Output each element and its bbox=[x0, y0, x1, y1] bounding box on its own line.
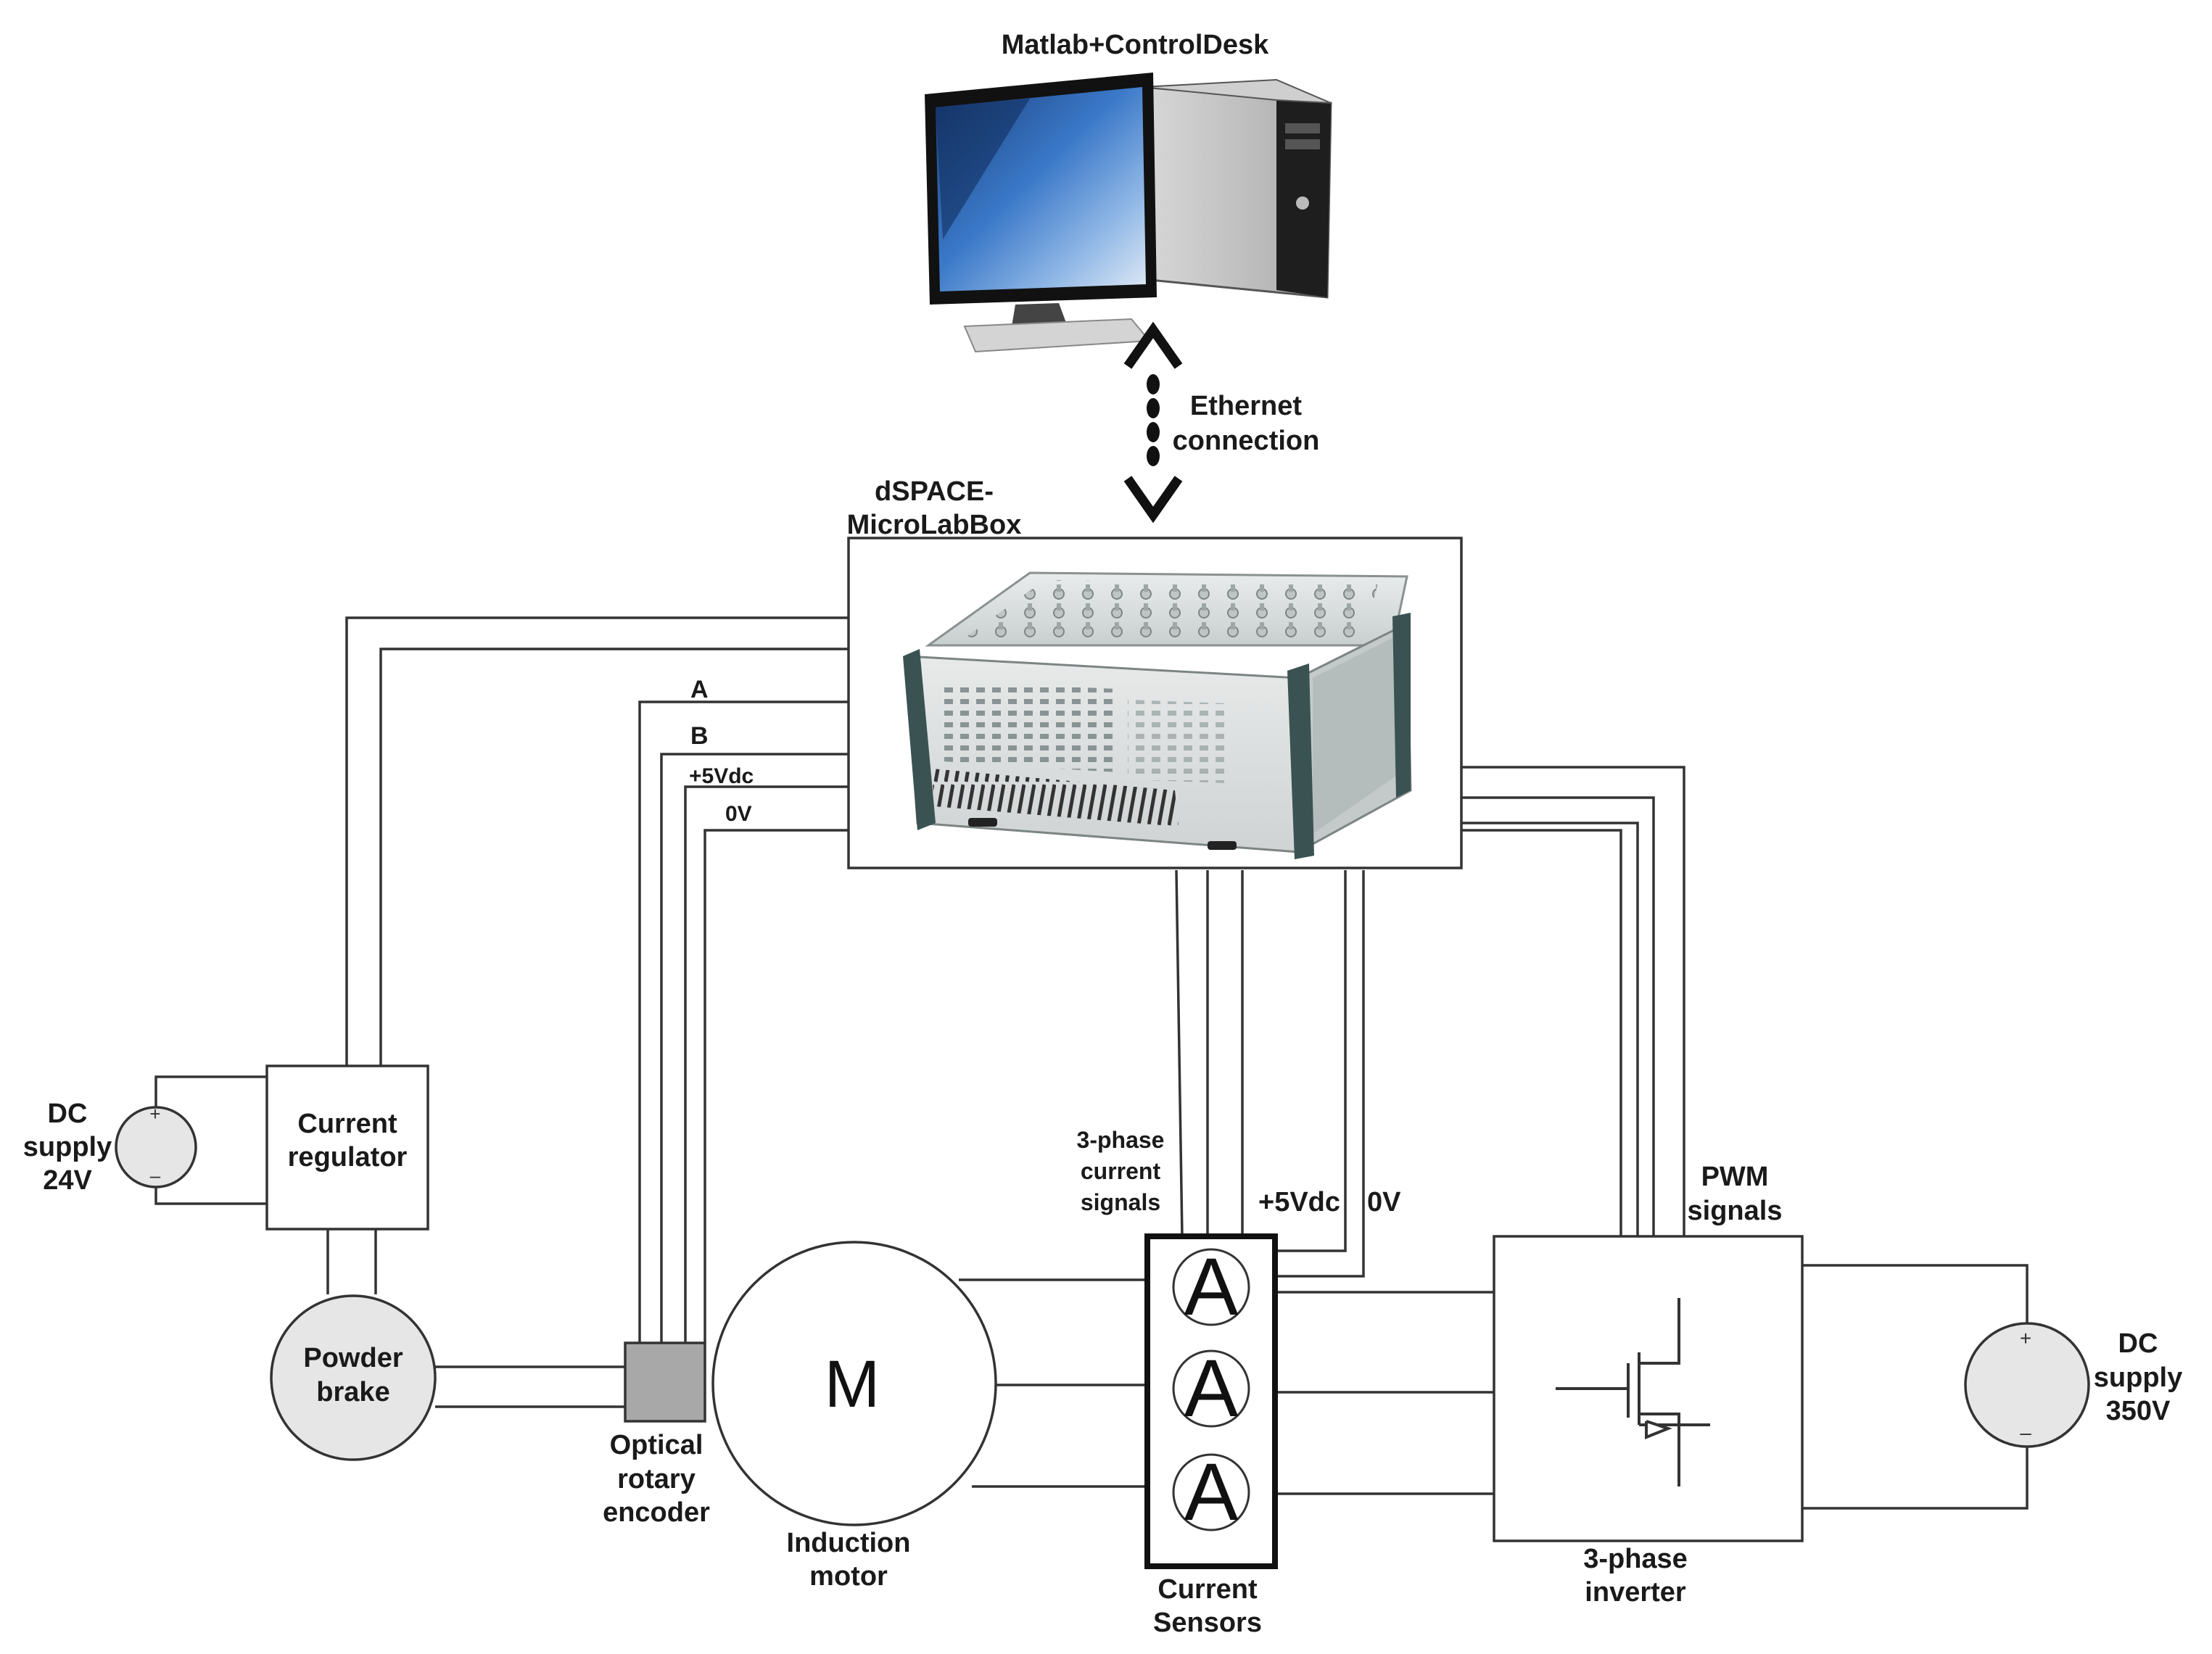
inverter-label-line2: inverter bbox=[1585, 1577, 1686, 1608]
encoder-label-line3: encoder bbox=[603, 1497, 710, 1528]
computer-icon bbox=[925, 73, 1332, 353]
ammeter-2-symbol: A bbox=[1184, 1343, 1239, 1434]
signal-a-label: A bbox=[690, 676, 709, 703]
regulator-label-line2: regulator bbox=[288, 1142, 408, 1173]
pwm-label-line1: PWM bbox=[1701, 1162, 1769, 1192]
brake-label-line1: Powder bbox=[303, 1343, 403, 1373]
motor-label-line2: motor bbox=[809, 1561, 888, 1592]
ammeter-2: A bbox=[1172, 1343, 1250, 1434]
dc350-label-line1: DC bbox=[2118, 1328, 2158, 1359]
signal-0v-label: 0V bbox=[725, 802, 752, 826]
dc-supply-350v: + – bbox=[1964, 1322, 2090, 1448]
signal-5vdc-label: +5Vdc bbox=[689, 764, 754, 788]
dspace-label-line2: MicroLabBox bbox=[847, 510, 1022, 540]
ethernet-arrow-icon bbox=[1123, 321, 1183, 524]
ethernet-label-line2: connection bbox=[1173, 426, 1320, 456]
current-signals-label-line2: current bbox=[1081, 1158, 1161, 1184]
current-signals-label-line1: 3-phase bbox=[1077, 1127, 1165, 1153]
inverter-label-line1: 3-phase bbox=[1583, 1544, 1688, 1574]
dspace-microlabbox-icon bbox=[903, 571, 1412, 859]
sensors-label-line2: Sensors bbox=[1153, 1608, 1262, 1638]
computer-label: Matlab+ControlDesk bbox=[1002, 30, 1269, 60]
dc24-minus-sign: – bbox=[150, 1165, 161, 1186]
igbt-transistor-icon bbox=[1556, 1298, 1710, 1486]
dc24-label-line1: DC bbox=[48, 1099, 88, 1129]
dc350-label-line2: supply bbox=[2094, 1363, 2182, 1393]
encoder-label-line1: Optical bbox=[610, 1430, 703, 1460]
ammeter-1: A bbox=[1172, 1241, 1250, 1332]
sensor-5vdc-label: +5Vdc bbox=[1258, 1187, 1340, 1217]
encoder-label-line2: rotary bbox=[617, 1464, 696, 1494]
signal-b-label: B bbox=[690, 722, 709, 750]
induction-motor bbox=[711, 1241, 997, 1526]
dc24-label-line2: supply bbox=[23, 1132, 112, 1162]
dc350-plus-sign: + bbox=[2020, 1327, 2031, 1349]
ethernet-label-line1: Ethernet bbox=[1190, 391, 1302, 421]
dspace-label-line1: dSPACE- bbox=[875, 476, 994, 507]
motor-label-line1: Induction bbox=[787, 1528, 911, 1558]
inverter-box bbox=[1493, 1235, 1804, 1542]
ammeter-1-symbol: A bbox=[1184, 1241, 1239, 1332]
dc24-label-line3: 24V bbox=[43, 1165, 92, 1196]
ammeter-3: A bbox=[1172, 1447, 1250, 1537]
powder-brake bbox=[270, 1294, 437, 1461]
dc24-plus-sign: + bbox=[149, 1103, 160, 1125]
optical-encoder bbox=[624, 1341, 706, 1423]
regulator-label-line1: Current bbox=[297, 1109, 397, 1139]
current-regulator-box bbox=[265, 1064, 429, 1231]
sensors-label-line1: Current bbox=[1157, 1574, 1258, 1605]
dc350-minus-sign: – bbox=[2020, 1421, 2031, 1444]
brake-label-line2: brake bbox=[316, 1377, 389, 1407]
pwm-label-line2: signals bbox=[1688, 1196, 1783, 1226]
sensor-0v-label: 0V bbox=[1367, 1187, 1401, 1217]
dc-supply-24v: + – bbox=[115, 1103, 197, 1188]
motor-symbol: M bbox=[825, 1347, 880, 1421]
current-signals-label-line3: signals bbox=[1081, 1189, 1160, 1215]
dc350-label-line3: 350V bbox=[2106, 1396, 2171, 1426]
ammeter-3-symbol: A bbox=[1184, 1447, 1239, 1537]
wiring bbox=[154, 616, 2029, 1510]
